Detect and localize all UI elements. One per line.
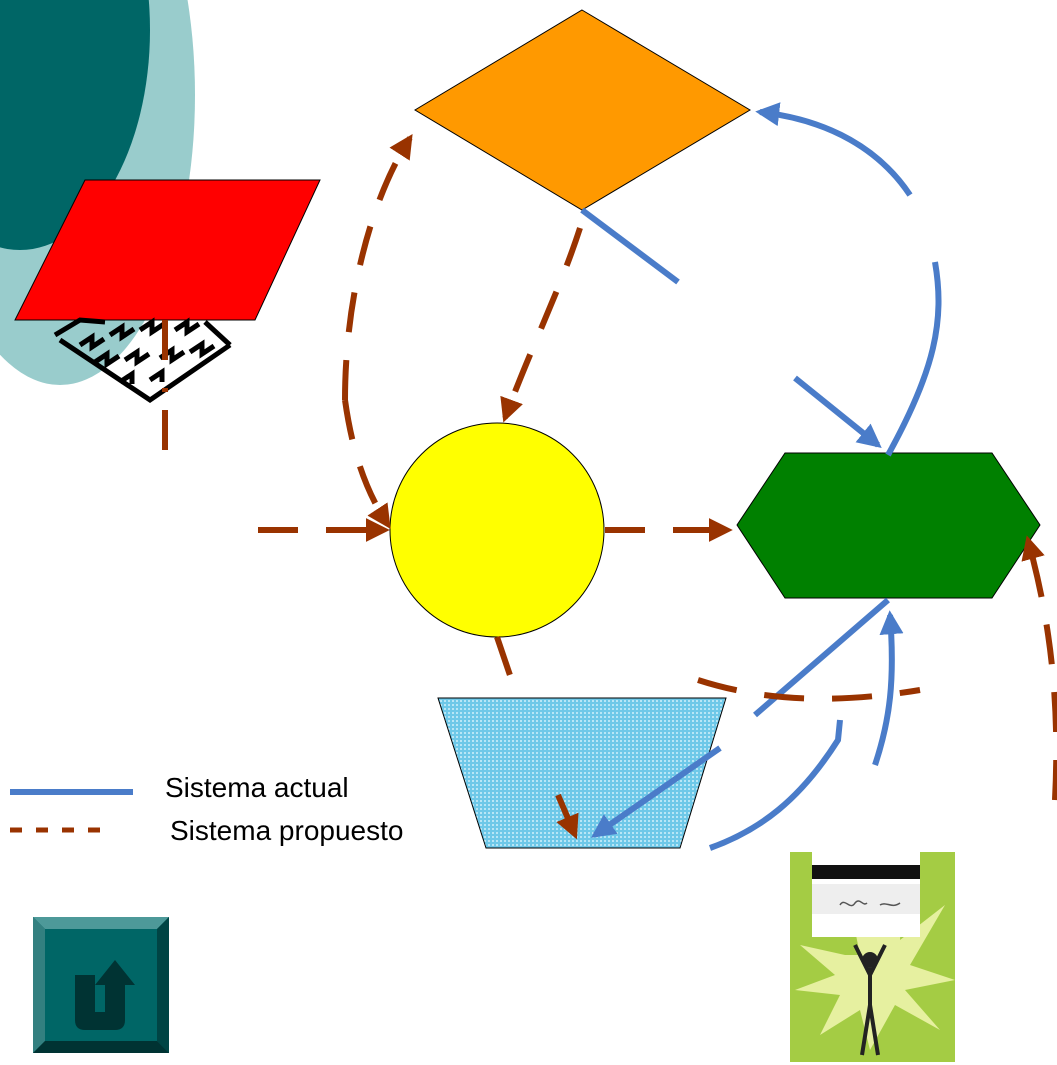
person-holding-document-clipart	[790, 852, 955, 1062]
legend-proposed-system-label: Sistema propuesto	[170, 815, 404, 846]
proposed-system-lines	[162, 133, 1057, 840]
process-hexagon	[736, 452, 1041, 599]
process-circle	[389, 422, 605, 638]
proposed-arrow-to-circle-top	[500, 227, 583, 423]
parallelogram-shape	[14, 179, 321, 321]
proposed-line-below-circle	[494, 636, 518, 691]
proposed-arrow-to-diamond	[342, 133, 413, 401]
current-line-trapezoid-curve	[708, 719, 843, 851]
data-store-trapezoid	[437, 697, 727, 849]
current-line-hexagon-up	[885, 261, 942, 457]
current-arrow-to-hexagon-bottom	[872, 610, 904, 766]
return-arrow-icon	[75, 960, 135, 1030]
return-button[interactable]	[33, 917, 169, 1053]
current-arrow-to-hexagon	[793, 375, 882, 449]
proposed-line-trapezoid-curve	[697, 677, 921, 702]
proposed-arrow-to-trapezoid	[555, 793, 579, 840]
dark-teal-circle	[0, 0, 150, 250]
proposed-arrow-to-hexagon-right	[1021, 535, 1057, 801]
zigzag-pattern-diamond	[53, 317, 232, 404]
current-line-diamond-down	[580, 207, 680, 285]
legend-current-system-label: Sistema actual	[165, 772, 349, 803]
current-arrow-to-diamond	[755, 102, 913, 197]
proposed-arrow-circle-left	[342, 399, 391, 530]
current-arrow-to-trapezoid	[591, 745, 722, 838]
decision-diamond	[414, 9, 751, 211]
